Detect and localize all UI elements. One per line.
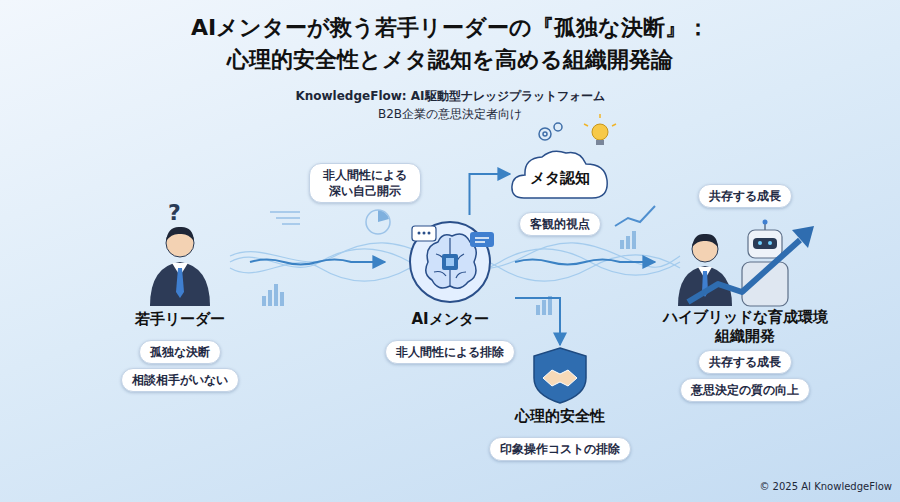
pill-label: 共存する成長 (709, 355, 781, 369)
node-group: ハイブリッドな育成環境 組織開発共存する成長意思決定の質の向上 (655, 220, 835, 406)
node-group: 心理的安全性印象操作コストの排除 (490, 345, 630, 475)
node-label: AIメンター (385, 310, 515, 329)
cloud-shape: メタ認知 (510, 148, 610, 200)
tag-pill: 意思決定の質の向上 (680, 378, 810, 402)
node-group: AIメンター非人間性による排除 (385, 215, 515, 368)
cloud-label: メタ認知 (530, 161, 590, 188)
flow-connector (470, 174, 511, 215)
pill-label: 印象操作コストの排除 (500, 442, 620, 456)
tag-pill: 共存する成長 (698, 350, 792, 374)
svg-text:?: ? (168, 200, 181, 225)
tag-pill: 孤独な決断 (139, 340, 221, 364)
title-text: AIメンターが救う若手リーダーの『孤独な決断』：心理的安全性とメタ認知を高める組… (187, 12, 713, 76)
pill-label: 非人間性による排除 (396, 345, 504, 359)
flow-connector (515, 298, 560, 345)
tag-pill: 共存する成長 (698, 184, 792, 208)
pill-label: 非人間性による深い自己開示 (323, 168, 407, 198)
caption-label: KnowledgeFlow: AI駆動型ナレッジプラットフォーム (250, 88, 650, 105)
pill-label: 客観的視点 (530, 217, 590, 231)
flow-connector (250, 260, 385, 265)
flow-connector (515, 260, 655, 265)
tag-pill: 印象操作コストの排除 (489, 437, 631, 461)
tag-pill: 客観的視点 (519, 212, 601, 236)
node-label: 若手リーダー (110, 310, 250, 329)
node-label: 心理的安全性 (490, 407, 630, 426)
node-label: ハイブリッドな育成環境 組織開発 (659, 308, 831, 346)
pill-label: 相談相手がいない (132, 373, 228, 387)
callout-bubble: 非人間性による深い自己開示 (309, 163, 421, 203)
tag-pill: 相談相手がいない (121, 368, 239, 392)
pill-label: 共存する成長 (709, 189, 781, 203)
pill-label: 意思決定の質の向上 (691, 383, 799, 397)
caption-label: © 2025 AI KnowledgeFlow (700, 481, 892, 492)
tag-pill: 非人間性による排除 (385, 340, 515, 364)
node-group: 若手リーダー孤独な決断相談相手がいない (110, 205, 250, 396)
pill-label: 孤独な決断 (150, 345, 210, 359)
caption-label: B2B企業の意思決定者向け (250, 106, 650, 123)
